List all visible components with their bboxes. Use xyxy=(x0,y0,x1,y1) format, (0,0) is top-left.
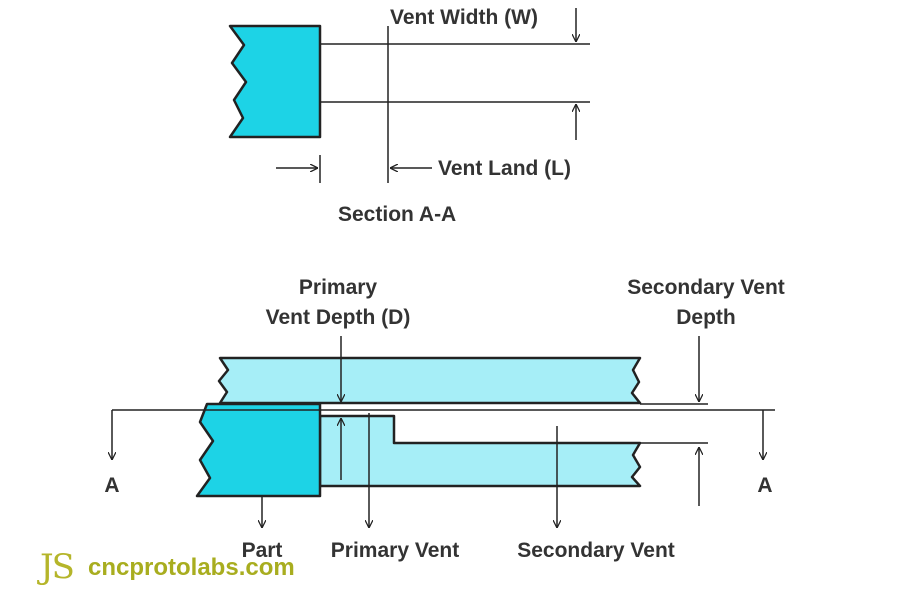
section-title: Section A-A xyxy=(338,203,456,226)
lower-mold-plate xyxy=(318,414,642,488)
section-mark-left: A xyxy=(104,474,119,497)
secondary-vent-depth-label-2: Depth xyxy=(676,306,736,329)
side-view: Primary Vent Depth (D) Secondary Vent De… xyxy=(104,276,784,562)
js-logo-icon: JS xyxy=(37,547,75,587)
upper-mold-plate xyxy=(217,356,642,405)
watermark-site-text: cncprotolabs.com xyxy=(88,554,295,581)
part-label: Part xyxy=(242,539,283,562)
secondary-vent-label: Secondary Vent xyxy=(517,539,675,562)
primary-vent-depth-label-1: Primary xyxy=(299,276,378,299)
watermark: JS cncprotolabs.com xyxy=(37,547,295,587)
section-part-shape xyxy=(228,24,322,139)
section-view: Vent Width (W) Vent Land (L) Section A-A xyxy=(228,6,590,226)
section-mark-right: A xyxy=(757,474,772,497)
vent-width-label: Vent Width (W) xyxy=(390,6,538,29)
primary-vent-label: Primary Vent xyxy=(331,539,459,562)
secondary-vent-depth-label-1: Secondary Vent xyxy=(627,276,785,299)
part-shape xyxy=(195,402,322,498)
vent-land-label: Vent Land (L) xyxy=(438,157,571,180)
svg-text:JS: JS xyxy=(37,547,75,587)
primary-vent-depth-label-2: Vent Depth (D) xyxy=(266,306,411,329)
